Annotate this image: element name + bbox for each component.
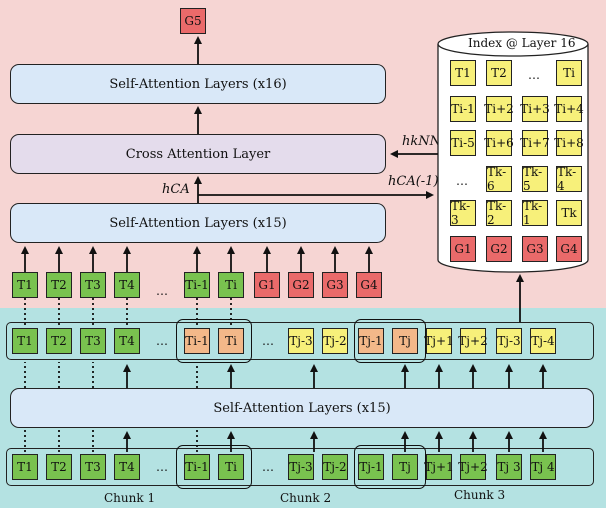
index-token: T1 <box>450 60 476 86</box>
hidden-token: Tj <box>392 328 418 354</box>
output-token-g5: G5 <box>180 8 206 34</box>
hidden-ellipsis: … <box>156 334 168 348</box>
index-token: G2 <box>486 236 512 262</box>
base-token: Tj 3 <box>496 454 522 480</box>
hidden-token: T1 <box>12 328 38 354</box>
input-token: G1 <box>254 272 280 298</box>
base-token: Ti-1 <box>184 454 210 480</box>
index-token: Ti+6 <box>484 130 514 156</box>
hidden-token: T2 <box>46 328 72 354</box>
index-token: Tk-1 <box>522 199 548 227</box>
index-token: Tk-6 <box>486 165 512 193</box>
index-token: Tk <box>556 200 582 226</box>
hidden-token: Tj-1 <box>358 328 384 354</box>
input-token: Ti <box>218 272 244 298</box>
chunk-2-label: Chunk 2 <box>280 491 332 505</box>
index-token: Ti+3 <box>520 96 550 122</box>
base-token: T1 <box>12 454 38 480</box>
input-token: T1 <box>12 272 38 298</box>
hidden-token: Tj-3 <box>496 328 522 354</box>
base-token: T3 <box>80 454 106 480</box>
input-token: T2 <box>46 272 72 298</box>
index-token: Ti+4 <box>554 96 584 122</box>
input-token: T4 <box>114 272 140 298</box>
index-token: Tk-4 <box>556 165 582 193</box>
hidden-token: Tj+1 <box>424 328 454 354</box>
base-ellipsis: … <box>156 460 168 474</box>
h-knn-label: hkNN <box>402 134 441 149</box>
base-token: Tj+2 <box>458 454 488 480</box>
hidden-token: T3 <box>80 328 106 354</box>
hidden-token: Tj-3 <box>288 328 314 354</box>
base-token-band <box>6 448 594 486</box>
hidden-token: Tj+2 <box>458 328 488 354</box>
h-ca-label: hCA <box>162 182 190 197</box>
hidden-token: Tj-4 <box>530 328 556 354</box>
index-ellipsis: … <box>456 174 468 188</box>
base-token: Tj-3 <box>288 454 314 480</box>
hidden-token: Tj-2 <box>322 328 348 354</box>
base-ellipsis: … <box>262 460 274 474</box>
self-attention-15-top-layer: Self-Attention Layers (x15) <box>10 203 386 243</box>
self-attention-16-layer: Self-Attention Layers (x16) <box>10 64 386 104</box>
index-ellipsis: … <box>528 68 540 82</box>
hidden-token: T4 <box>114 328 140 354</box>
index-token: Tk-3 <box>450 199 476 227</box>
base-token: T2 <box>46 454 72 480</box>
index-token: Ti+2 <box>484 96 514 122</box>
base-token: Ti <box>218 454 244 480</box>
chunk2-left-group-hidden <box>176 319 252 363</box>
chunk-3-label: Chunk 3 <box>454 488 506 502</box>
base-token: T4 <box>114 454 140 480</box>
hidden-ellipsis: … <box>262 334 274 348</box>
h-ca-prev-label: hCA(-1) <box>388 174 439 189</box>
input-ellipsis: … <box>156 284 168 298</box>
index-token: Tk-5 <box>522 165 548 193</box>
base-token: Tj+1 <box>424 454 454 480</box>
index-token: Ti <box>556 60 582 86</box>
input-token: Ti-1 <box>184 272 210 298</box>
hidden-token: Ti-1 <box>184 328 210 354</box>
index-token: Ti+8 <box>554 130 584 156</box>
base-token: Tj-1 <box>358 454 384 480</box>
input-token: G4 <box>356 272 382 298</box>
base-token: Tj-2 <box>322 454 348 480</box>
index-token: Tk-2 <box>486 199 512 227</box>
base-token: Tj 4 <box>530 454 556 480</box>
input-token: T3 <box>80 272 106 298</box>
chunk2-left-group-base <box>176 445 252 489</box>
hidden-token-band <box>6 322 594 360</box>
index-token: Ti-1 <box>450 96 476 122</box>
index-title: Index @ Layer 16 <box>468 36 576 50</box>
index-token: G1 <box>450 236 476 262</box>
base-token: Tj <box>392 454 418 480</box>
self-attention-15-bottom-layer: Self-Attention Layers (x15) <box>10 388 594 428</box>
input-token: G3 <box>322 272 348 298</box>
index-token: Ti+7 <box>520 130 550 156</box>
index-token: Ti-5 <box>450 130 476 156</box>
chunk-1-label: Chunk 1 <box>104 491 156 505</box>
index-token: T2 <box>486 60 512 86</box>
index-token: G4 <box>556 236 582 262</box>
hidden-token: Ti <box>218 328 244 354</box>
chunk2-right-group-hidden <box>354 319 426 363</box>
index-token: G3 <box>522 236 548 262</box>
cross-attention-layer: Cross Attention Layer <box>10 134 386 174</box>
input-token: G2 <box>288 272 314 298</box>
chunk2-right-group-base <box>354 445 426 489</box>
